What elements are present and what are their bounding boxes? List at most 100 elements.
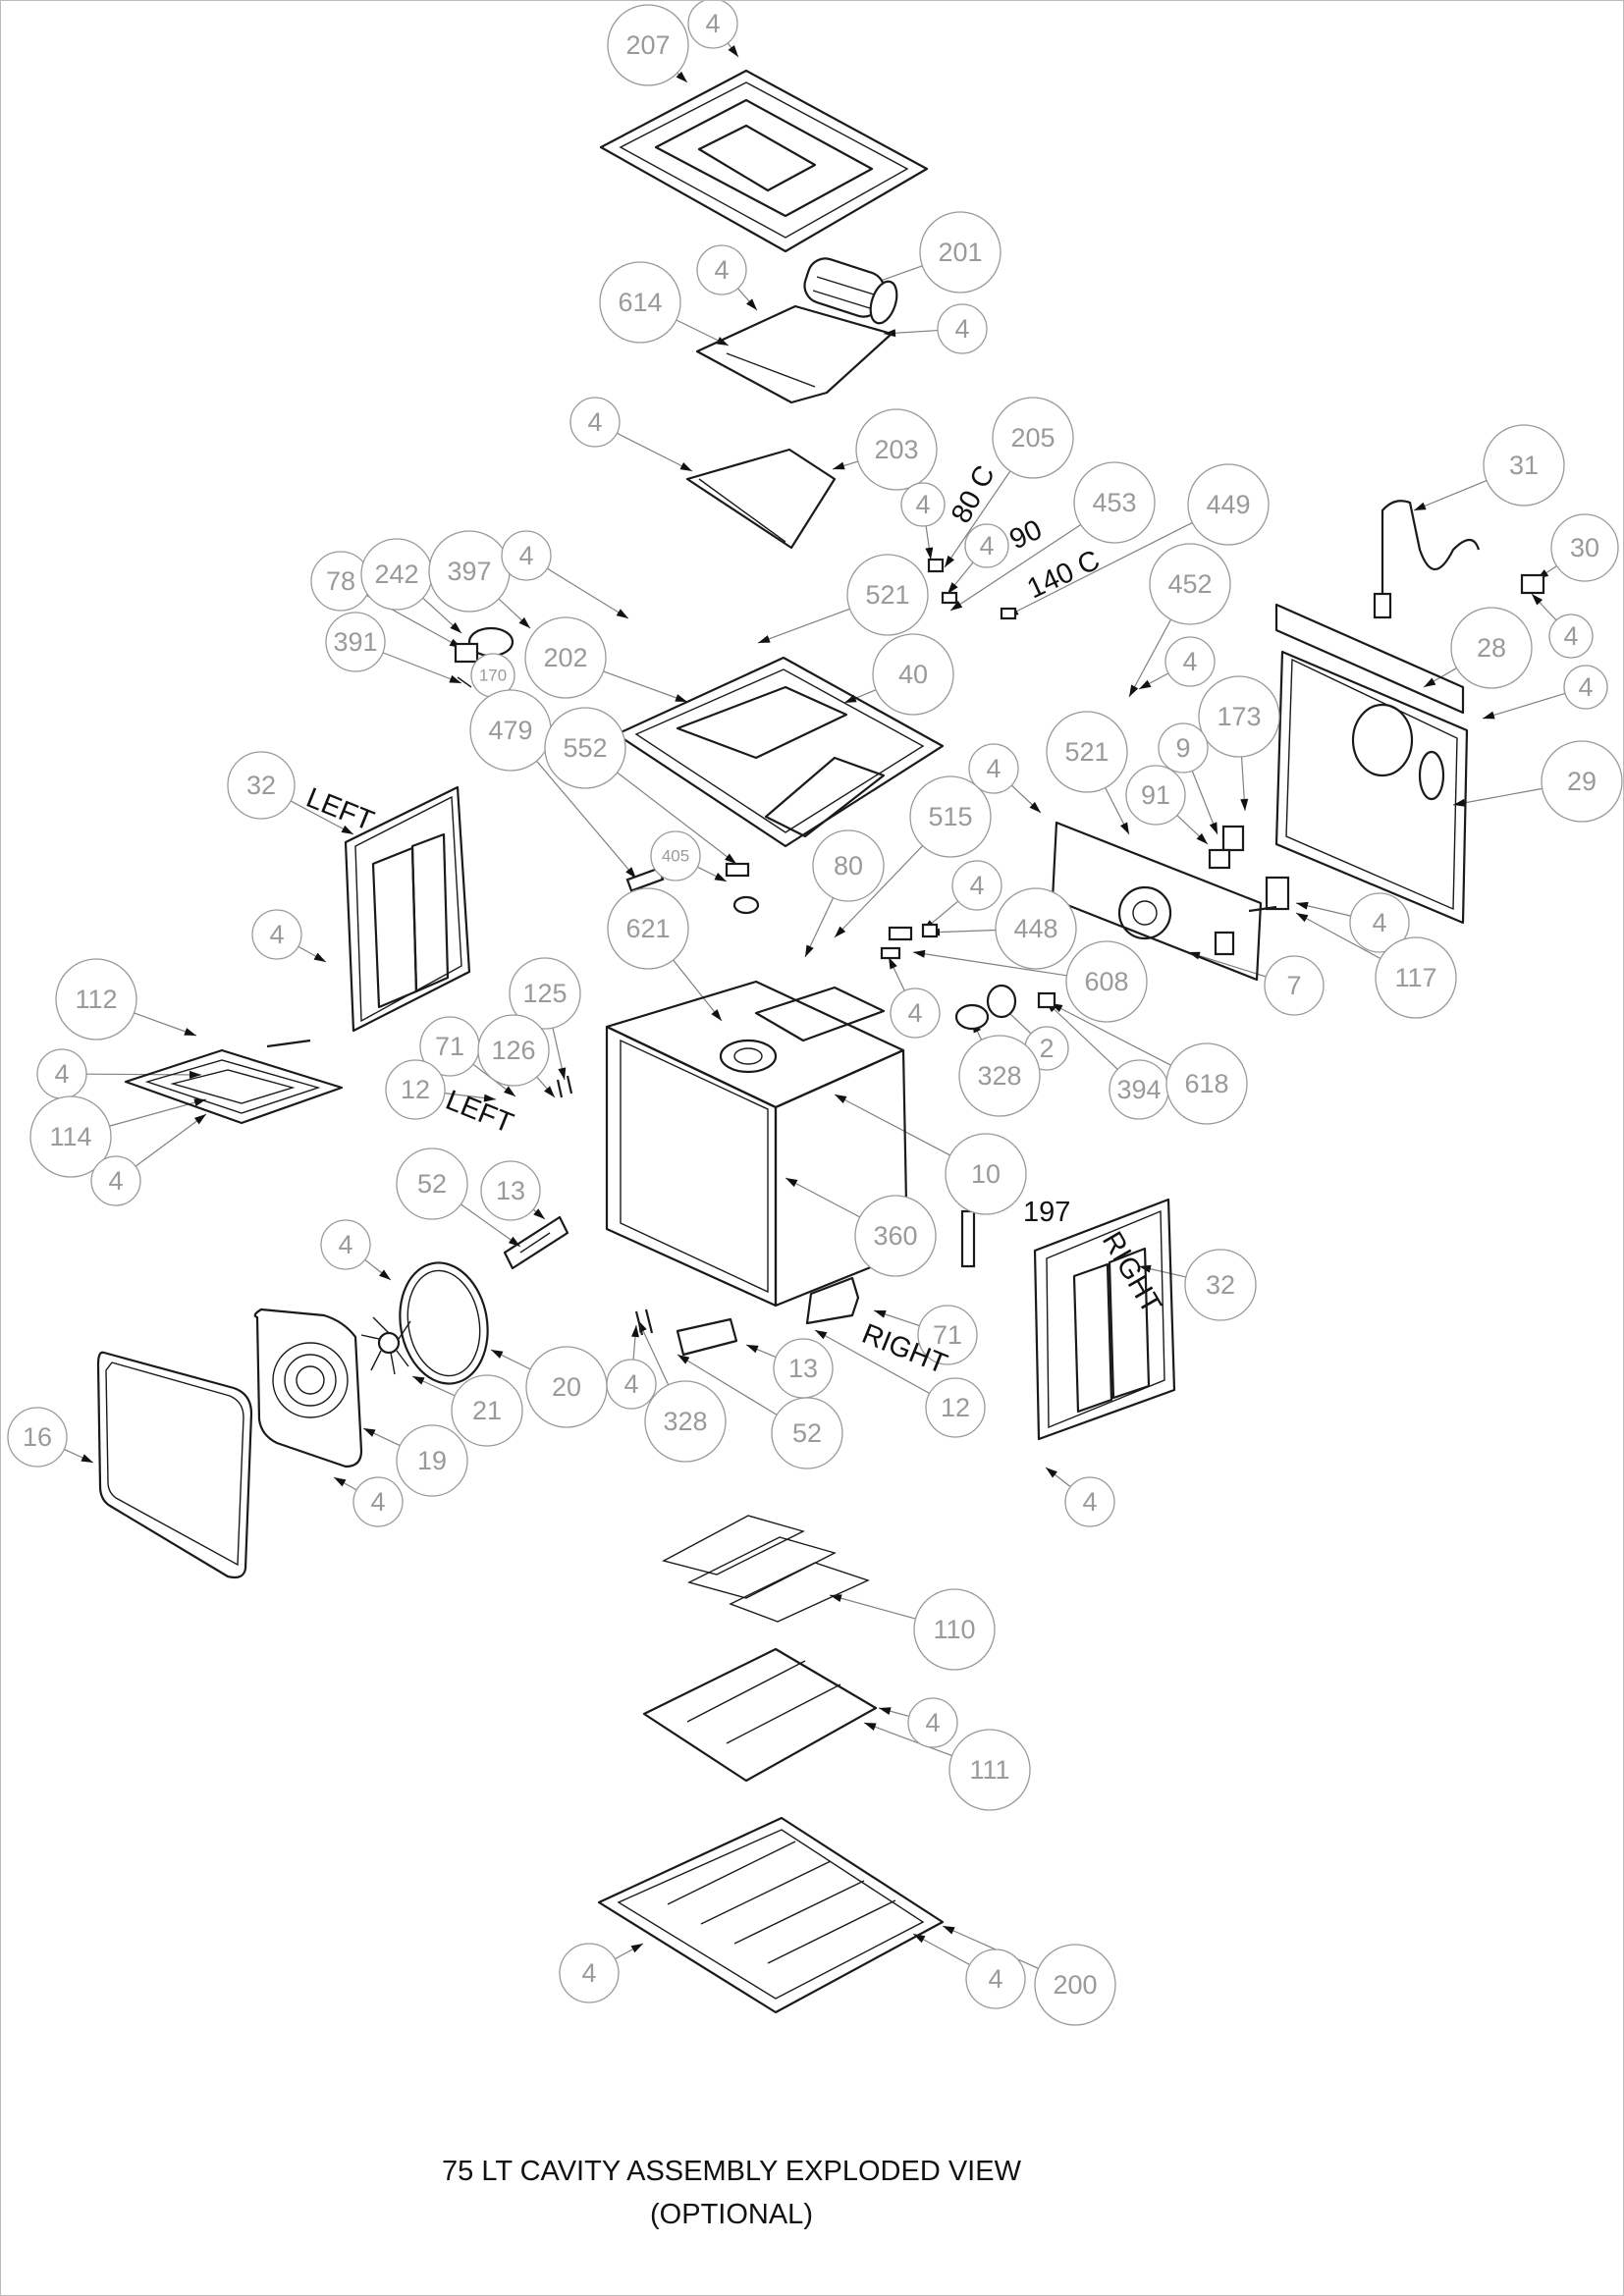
callout-number: 449 <box>1206 490 1250 519</box>
callout-number: 4 <box>370 1487 385 1517</box>
leader-arrowhead <box>1029 801 1041 813</box>
leader-line <box>1045 1000 1118 1070</box>
callout-number: 328 <box>977 1061 1021 1091</box>
callout-52: 52 <box>771 1397 843 1469</box>
callout-4: 4 <box>1064 1476 1115 1527</box>
callout-circle <box>1158 722 1209 774</box>
leader-arrowhead <box>518 616 530 628</box>
leader-line <box>536 760 637 880</box>
leader-line <box>677 1354 778 1415</box>
leader-arrowhead <box>913 949 926 958</box>
callout-4: 4 <box>937 303 988 354</box>
callout-circle <box>1164 636 1216 687</box>
callout-number: 4 <box>108 1166 123 1196</box>
callout-number: 4 <box>1372 908 1386 937</box>
leader-arrowhead <box>864 1723 877 1731</box>
callout-circle <box>1064 1476 1115 1527</box>
part-71-bracket <box>805 1276 860 1325</box>
callout-circle <box>1198 675 1280 758</box>
part-30-terminal <box>1520 573 1545 595</box>
callout-circle <box>1563 665 1608 710</box>
callout-circle <box>1149 543 1231 625</box>
part-614-fan-bracket <box>695 304 893 404</box>
callout-circle <box>325 612 386 672</box>
callout-circle <box>1550 513 1619 582</box>
leader-line <box>1128 618 1172 698</box>
callout-number: 405 <box>662 847 689 866</box>
callout-452: 452 <box>1149 543 1231 625</box>
callout-circle <box>396 1148 468 1220</box>
callout-number: 30 <box>1570 533 1599 562</box>
callout-number: 207 <box>625 30 670 60</box>
callout-114: 114 <box>29 1095 112 1178</box>
leader-arrowhead <box>81 1454 93 1463</box>
callout-618: 618 <box>1165 1042 1248 1125</box>
callout-number: 117 <box>1394 963 1436 992</box>
callout-number: 521 <box>865 580 909 610</box>
orientation-label: 90 <box>1004 514 1047 557</box>
callout-number: 32 <box>1206 1270 1235 1300</box>
callout-4: 4 <box>251 909 302 960</box>
callout-203: 203 <box>855 408 938 491</box>
part-201-cooling-fan <box>803 257 898 325</box>
leader-arrowhead <box>1296 901 1309 910</box>
callout-circle <box>606 1359 657 1410</box>
leader-arrowhead <box>1532 594 1543 606</box>
callout-number: 20 <box>552 1372 581 1402</box>
part-20-fan-ring <box>399 1261 489 1385</box>
callout-621: 621 <box>607 887 689 970</box>
leader-arrowhead <box>412 1376 425 1385</box>
callout-number: 173 <box>1217 702 1261 731</box>
callout-number: 4 <box>954 314 969 344</box>
callout-circle <box>477 1014 550 1087</box>
callout-4: 4 <box>36 1048 87 1099</box>
leader-arrowhead <box>504 1086 515 1096</box>
callout-number: 32 <box>246 771 276 800</box>
callout-number: 4 <box>623 1369 638 1399</box>
callout-circle <box>509 957 581 1030</box>
part-197-cover-plate <box>960 1209 976 1268</box>
callout-4: 4 <box>1349 892 1410 953</box>
leader-line <box>829 1594 916 1620</box>
callout-number: 12 <box>401 1075 430 1104</box>
callout-4: 4 <box>352 1476 404 1527</box>
leader-line <box>637 1319 670 1386</box>
callout-201: 201 <box>919 211 1001 294</box>
callout-328: 328 <box>644 1380 727 1463</box>
callout-circle <box>917 1305 978 1365</box>
leader-arrowhead <box>193 1114 206 1125</box>
callout-number: 4 <box>915 490 930 519</box>
callout-circle <box>607 4 689 86</box>
leader-arrowhead <box>758 635 771 643</box>
callout-number: 31 <box>1509 451 1539 480</box>
callout-circle <box>890 988 941 1039</box>
leader-arrowhead <box>1296 913 1309 923</box>
callout-circle <box>855 408 938 491</box>
callout-circle <box>948 1729 1031 1811</box>
part-112-lower-heater <box>124 1039 344 1125</box>
leader-line <box>546 567 629 619</box>
leader-arrowhead <box>449 674 461 683</box>
callout-31: 31 <box>1483 424 1565 507</box>
callout-4: 4 <box>90 1155 141 1206</box>
callout-circle <box>55 958 137 1041</box>
leader-arrowhead <box>785 1178 798 1188</box>
callout-number: 618 <box>1184 1069 1228 1098</box>
part-19-fan-cover <box>253 1308 363 1468</box>
callout-394: 394 <box>1109 1059 1169 1120</box>
callout-circle <box>937 303 988 354</box>
callout-614: 614 <box>599 261 681 344</box>
callout-13: 13 <box>773 1338 834 1399</box>
callout-448: 448 <box>995 887 1077 970</box>
callout-circle <box>900 482 946 527</box>
callout-608: 608 <box>1065 940 1148 1023</box>
leader-line <box>1295 912 1381 960</box>
callout-number: 4 <box>1578 672 1593 702</box>
callout-391: 391 <box>325 612 386 672</box>
callout-circle <box>524 616 607 699</box>
callout-circle <box>320 1219 371 1270</box>
callout-449: 449 <box>1187 463 1270 546</box>
leader-line <box>290 800 354 835</box>
callout-circle <box>965 1949 1026 2009</box>
